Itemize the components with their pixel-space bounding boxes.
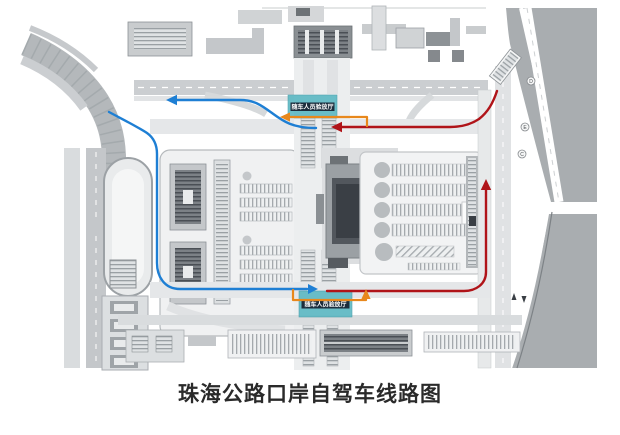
red-route-arrowhead-north [480, 179, 492, 190]
orange-route-arrowhead-west [280, 112, 290, 122]
north-hall-label: 随车人员验放厅 [291, 103, 333, 111]
blue-route-exit-segment [174, 98, 318, 130]
northeast-land-parcel [506, 7, 597, 203]
south-hall-label-bar [301, 300, 350, 309]
northwest-approach-road [20, 25, 127, 200]
north-hall-label-bar [290, 102, 335, 111]
bridge-ramp [488, 48, 522, 86]
road-marker-e-label: E [523, 125, 527, 131]
red-route-arrowhead-west [331, 121, 342, 133]
south-buildings [125, 329, 521, 363]
site-plan: D E C [20, 5, 597, 371]
red-route-arrival-segment [339, 89, 499, 129]
south-inspection-hall: 随车人员验放厅 [298, 290, 353, 318]
south-access-road [118, 315, 522, 325]
south-hall-label: 随车人员验放厅 [304, 301, 346, 309]
blue-route-arrowhead-east [308, 284, 318, 294]
north-inspection-hall: 随车人员验放厅 [287, 94, 338, 119]
southeast-land-parcel [504, 209, 597, 370]
road-marker-c-label: C [520, 152, 524, 158]
blue-route-arrowhead-west [166, 94, 177, 106]
north-buildings [127, 5, 486, 62]
orange-route-north-loop [287, 115, 369, 128]
road-marker-d-label: D [529, 79, 533, 85]
orange-route [280, 112, 371, 302]
map-title: 珠海公路口岸自驾车线路图 [178, 383, 442, 406]
blue-route-approach-segment [107, 110, 309, 291]
blue-route [107, 94, 318, 294]
road-marker-d: D [526, 76, 536, 86]
orange-route-arrowhead-north [361, 289, 371, 299]
lane-direction-arrows [511, 293, 527, 303]
east-boundary-roads [477, 66, 511, 369]
red-route [325, 89, 499, 293]
south-circulation-road [150, 282, 490, 298]
west-terminal-complex [159, 149, 301, 337]
road-marker-e: E [520, 122, 530, 132]
red-route-departure-segment [325, 188, 488, 293]
road-marker-c: C [517, 149, 527, 159]
east-parking-area [359, 151, 485, 275]
